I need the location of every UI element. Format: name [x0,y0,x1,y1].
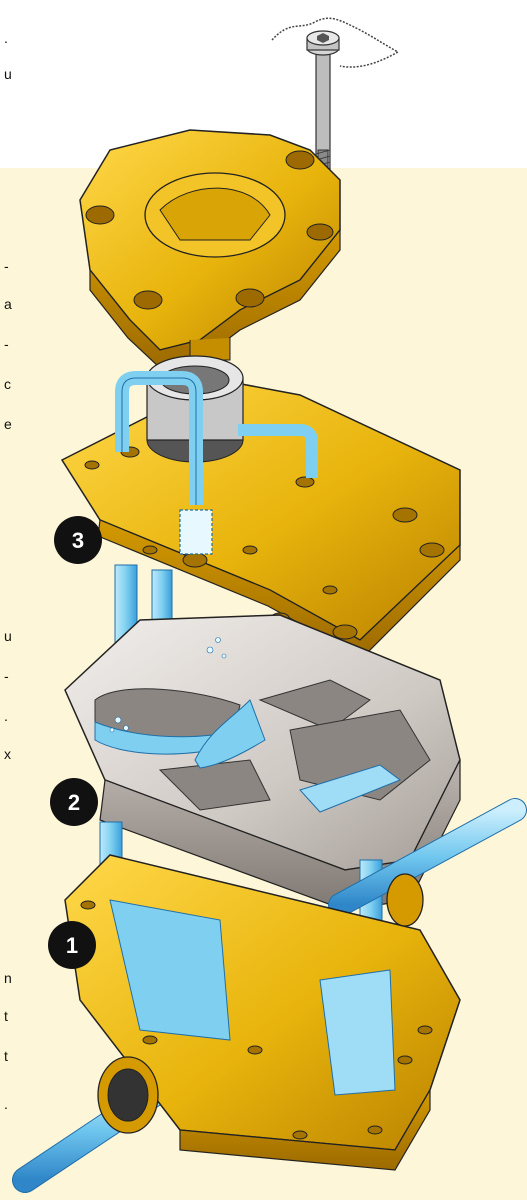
top-cap [79,129,341,369]
outlet-pipe [328,798,527,917]
step-badge: 1 [48,921,96,969]
margin-fragment: u [4,66,12,82]
margin-fragment: t [4,1008,8,1024]
water-flow-top [115,371,318,555]
margin-fragment: u [4,628,12,644]
margin-fragment: . [4,30,8,46]
step-badge: 3 [54,516,102,564]
margin-fragment: n [4,970,12,986]
margin-fragment: . [4,1096,8,1112]
margin-fragment: c [4,376,11,392]
step-number: 1 [66,933,78,958]
margin-fragment: e [4,416,12,432]
margin-fragment: - [4,258,9,274]
pump-base [64,854,461,1171]
step-badge: 2 [50,778,98,826]
margin-fragment: a [4,296,12,312]
margin-fragment: - [4,668,9,684]
step-number: 2 [68,790,80,815]
margin-fragment: t [4,1048,8,1064]
margin-fragment: - [4,336,9,352]
margin-fragment: x [4,746,11,762]
step-number: 3 [72,528,84,553]
margin-fragment: . [4,708,8,724]
